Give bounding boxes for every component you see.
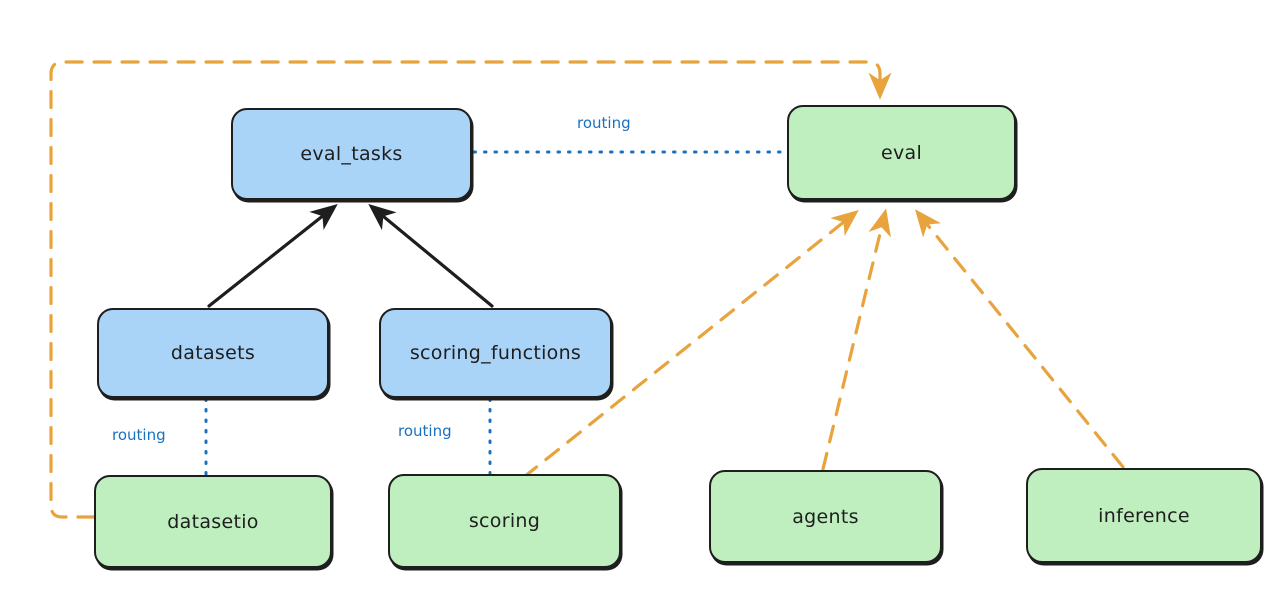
- node-datasetio[interactable]: datasetio: [94, 475, 332, 568]
- edge-label-routing-datasets-datasetio: routing: [112, 426, 166, 444]
- edge-datasetio-to-eval: [49, 60, 892, 519]
- edge-label-routing-scoring-functions-scoring: routing: [398, 422, 452, 440]
- node-eval-label: eval: [880, 141, 923, 164]
- edge-inference-to-eval: [914, 209, 1125, 469]
- node-inference-label: inference: [1098, 504, 1190, 527]
- edge-datasets-to-eval-tasks: [207, 204, 338, 308]
- node-eval[interactable]: eval: [787, 105, 1016, 200]
- edge-label-routing-eval-tasks-eval: routing: [577, 114, 631, 132]
- edge-scoring-functions-to-eval-tasks: [368, 203, 494, 308]
- node-scoring-label: scoring: [468, 510, 541, 532]
- node-datasetio-label: datasetio: [167, 510, 259, 533]
- node-scoring-functions-label: scoring_functions: [409, 342, 582, 364]
- node-datasets-label: datasets: [170, 342, 256, 364]
- node-agents[interactable]: agents: [709, 470, 942, 563]
- node-scoring-functions[interactable]: scoring_functions: [379, 308, 612, 398]
- node-inference[interactable]: inference: [1026, 468, 1262, 563]
- edge-agents-to-eval: [821, 208, 891, 471]
- edge-scoring-to-eval: [522, 210, 859, 479]
- node-eval-tasks[interactable]: eval_tasks: [231, 108, 472, 200]
- node-agents-label: agents: [792, 505, 859, 528]
- node-eval-tasks-label: eval_tasks: [300, 143, 403, 165]
- node-datasets[interactable]: datasets: [97, 308, 329, 398]
- node-scoring[interactable]: scoring: [388, 474, 621, 568]
